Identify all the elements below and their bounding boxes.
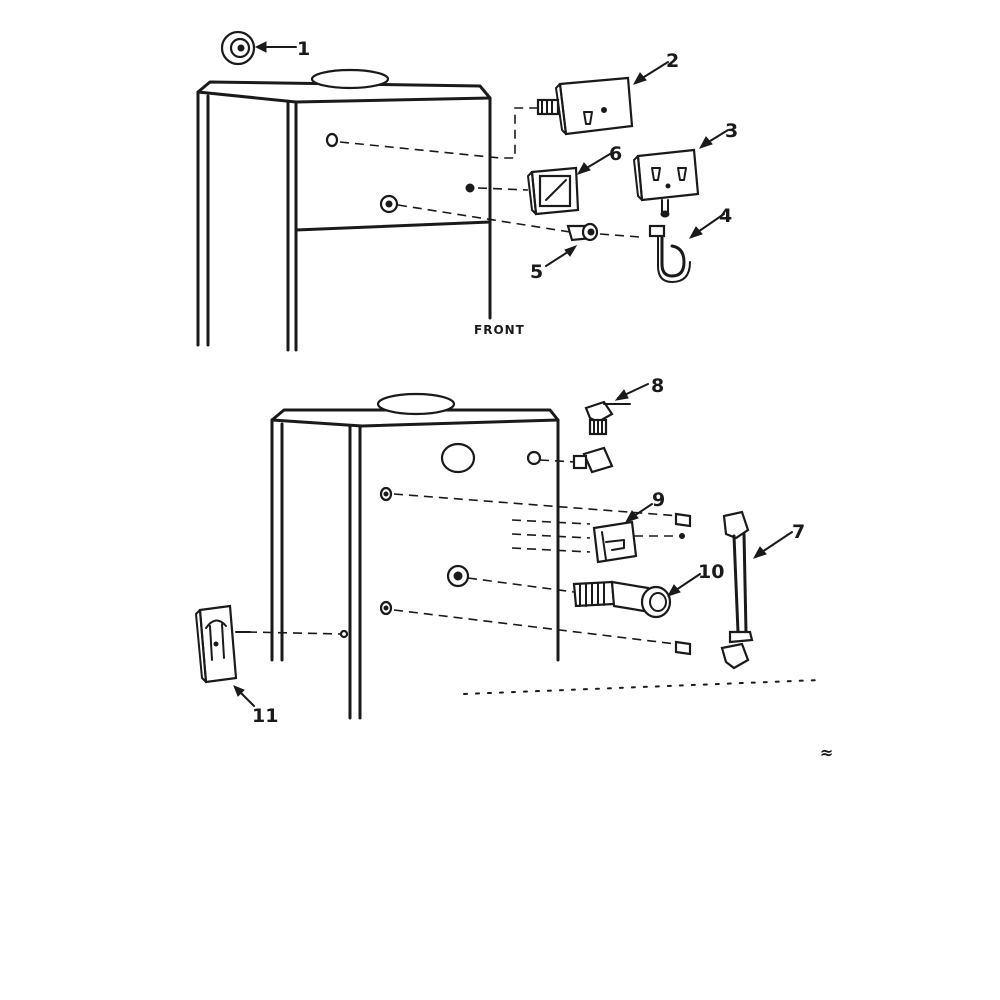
arrow-part-4 bbox=[688, 226, 703, 239]
part-7-upper-elbow bbox=[722, 510, 750, 540]
leader-line-part-10 bbox=[467, 577, 575, 593]
part-3-limit-control: 3 bbox=[633, 120, 738, 218]
callout-6: 6 bbox=[609, 143, 622, 165]
callout-8: 8 bbox=[651, 375, 664, 397]
callout-7: 7 bbox=[792, 521, 805, 543]
part-7-lower-elbow bbox=[720, 642, 750, 670]
callout-1: 1 bbox=[297, 38, 310, 60]
part-1-gasket: 1 bbox=[220, 30, 310, 66]
front-flue-collar bbox=[310, 68, 390, 90]
part-10-circulator-pump: 10 bbox=[572, 561, 724, 619]
arrow-part-11 bbox=[233, 685, 245, 697]
front-view-label: FRONT bbox=[474, 323, 525, 337]
corner-mark: ≈ bbox=[820, 743, 833, 762]
arrow-part-9 bbox=[624, 510, 639, 523]
front-cabinet bbox=[196, 68, 492, 352]
rear-flue-collar bbox=[376, 392, 456, 416]
arrow-part-7 bbox=[752, 546, 767, 559]
leader-line-return bbox=[393, 609, 677, 645]
arrow-part-6 bbox=[576, 162, 591, 175]
rear-vent-opening bbox=[440, 442, 476, 474]
floor-line bbox=[463, 679, 821, 695]
callout-5: 5 bbox=[530, 261, 543, 283]
callout-10: 10 bbox=[698, 561, 724, 583]
callout-11: 11 bbox=[252, 705, 278, 727]
leader-line-part-6 bbox=[477, 187, 529, 191]
arrow-part-10 bbox=[666, 584, 681, 597]
relief-valve-port bbox=[526, 450, 542, 466]
arrow-part-1 bbox=[254, 41, 267, 53]
leader-line-part-2 bbox=[339, 107, 540, 159]
rear-cabinet-top bbox=[270, 408, 560, 428]
part-9-bracket: 9 bbox=[592, 489, 685, 564]
gauge-mount-dot bbox=[465, 183, 475, 193]
gauge-needle bbox=[545, 179, 567, 201]
arrow-part-3 bbox=[698, 136, 713, 149]
leader-line-supply bbox=[393, 493, 681, 517]
front-panel-seam bbox=[294, 220, 492, 232]
callout-9: 9 bbox=[652, 489, 665, 511]
part-8-relief-valve: 8 bbox=[572, 375, 664, 474]
rear-cabinet bbox=[270, 392, 560, 720]
part-4-pigtail-siphon: 4 bbox=[648, 205, 732, 283]
callout-2: 2 bbox=[666, 50, 679, 72]
upper-tapping-port bbox=[325, 132, 339, 148]
part-11-side-control: 11 bbox=[195, 604, 278, 727]
leader-line-part-4 bbox=[599, 233, 641, 238]
callout-3: 3 bbox=[725, 120, 738, 142]
arrow-part-5 bbox=[564, 245, 578, 257]
callout-4: 4 bbox=[719, 205, 732, 227]
part-8-elbow bbox=[582, 446, 614, 474]
front-cabinet-top bbox=[196, 80, 492, 104]
leader-line-part-11 bbox=[247, 631, 343, 635]
part-5-bushing: 5 bbox=[530, 222, 599, 283]
arrow-part-8 bbox=[614, 389, 629, 401]
arrow-part-2 bbox=[632, 72, 647, 85]
part-7-pipe-assembly: 7 bbox=[674, 510, 805, 670]
part-6-gauge: 6 bbox=[527, 143, 622, 216]
part-2-control-box: 2 bbox=[536, 50, 679, 136]
